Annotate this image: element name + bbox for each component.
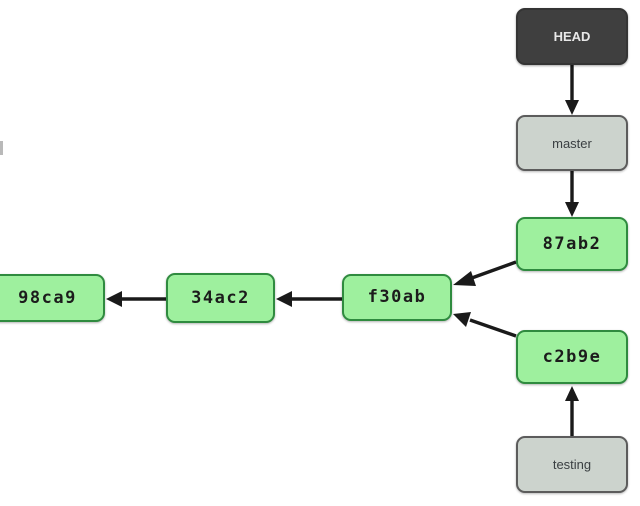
node-commit-f30ab[interactable]: f30ab <box>342 274 452 321</box>
node-commit-f30ab-label: f30ab <box>367 287 427 307</box>
node-commit-87ab2[interactable]: 87ab2 <box>516 217 628 271</box>
edge-87ab2-to-f30ab <box>453 260 517 286</box>
edge-testing-to-c2b9e <box>565 386 579 436</box>
node-commit-98ca9-label: 98ca9 <box>18 287 77 308</box>
node-commit-34ac2[interactable]: 34ac2 <box>166 273 275 323</box>
edge-f30ab-to-34ac2 <box>276 291 342 307</box>
clipped-edge-artifact <box>0 141 3 155</box>
edge-head-to-master <box>565 65 579 115</box>
node-commit-34ac2-label: 34ac2 <box>191 287 250 308</box>
node-testing-label: testing <box>552 457 592 472</box>
node-commit-87ab2-label: 87ab2 <box>542 233 602 254</box>
node-commit-c2b9e[interactable]: c2b9e <box>516 330 628 384</box>
node-testing[interactable]: testing <box>516 436 628 493</box>
node-head-label: HEAD <box>553 29 591 44</box>
edge-c2b9e-to-f30ab <box>453 312 517 338</box>
node-master-label: master <box>552 135 592 151</box>
node-master[interactable]: master <box>516 115 628 171</box>
node-commit-c2b9e-label: c2b9e <box>542 346 602 367</box>
edge-34ac2-to-98ca9 <box>106 291 166 307</box>
edge-master-to-87ab2 <box>565 171 579 217</box>
node-head[interactable]: HEAD <box>516 8 628 65</box>
node-commit-98ca9[interactable]: 98ca9 <box>0 274 105 322</box>
